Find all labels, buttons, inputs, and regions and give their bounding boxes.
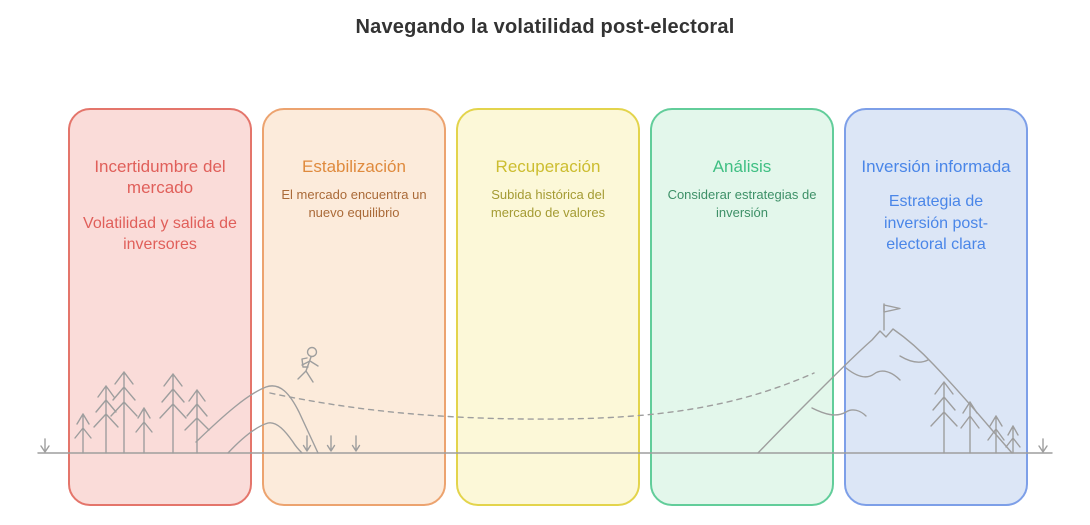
stage-card-estabilizacion: Estabilización El mercado encuentra un n… (262, 108, 446, 506)
page-title: Navegando la volatilidad post-electoral (355, 16, 735, 38)
stage-card-inversion-informada: Inversión informada Estrategia de invers… (844, 108, 1028, 506)
stages-row: Incertidumbre del mercado Volatilidad y … (68, 108, 1028, 506)
ground-arrow-right-icon (1038, 438, 1048, 453)
stage-card-incertidumbre: Incertidumbre del mercado Volatilidad y … (68, 108, 252, 506)
stage-description: Subida histórica del mercado de valores (490, 187, 606, 220)
stage-title: Incertidumbre del mercado (94, 157, 226, 198)
stage-title: Recuperación (495, 157, 601, 176)
stage-description: Considerar estrategias de inversión (667, 187, 817, 220)
stage-title: Análisis (712, 157, 772, 176)
ground-arrow-left-icon (40, 438, 50, 453)
stage-description: El mercado encuentra un nuevo equilibrio (281, 187, 427, 220)
stage-description: Volatilidad y salida de inversores (83, 214, 237, 254)
stage-title: Inversión informada (861, 157, 1011, 176)
stage-description: Estrategia de inversión post-electoral c… (883, 193, 989, 254)
stage-card-analisis: Análisis Considerar estrategias de inver… (650, 108, 834, 506)
stage-card-recuperacion: Recuperación Subida histórica del mercad… (456, 108, 640, 506)
stage-title: Estabilización (302, 157, 406, 176)
